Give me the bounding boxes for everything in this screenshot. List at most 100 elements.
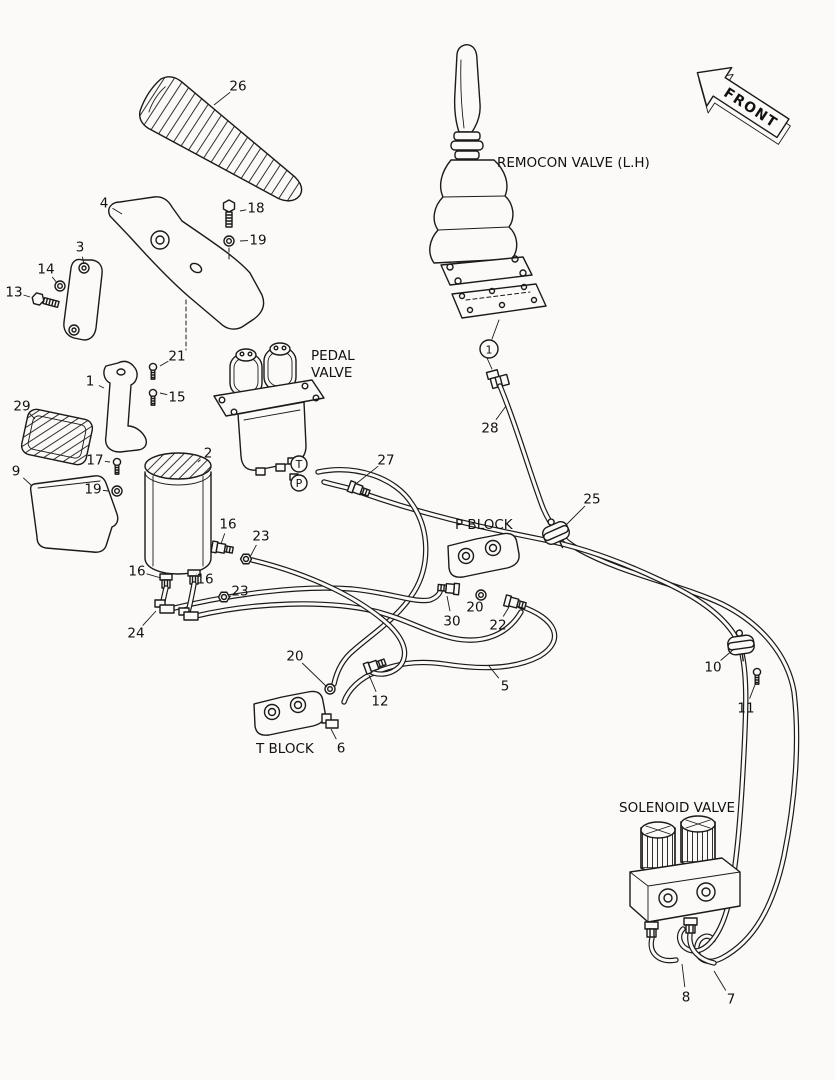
port-p-circle bbox=[290, 474, 308, 492]
callout-13: 13 bbox=[5, 285, 22, 301]
callout-19: 19 bbox=[84, 482, 101, 498]
pedal-valve-assembly bbox=[213, 342, 325, 481]
hoses bbox=[159, 383, 800, 966]
solenoid-valve-label: SOLENOID VALVE bbox=[619, 800, 735, 816]
elbow-fitting-6 bbox=[321, 713, 339, 729]
callout-leader-17 bbox=[104, 460, 111, 463]
nut-23a bbox=[239, 553, 253, 565]
callout-20: 20 bbox=[286, 649, 303, 665]
foot-pad bbox=[20, 408, 94, 466]
pedal-valve-label-line2: VALVE bbox=[311, 365, 352, 381]
callout-21: 21 bbox=[168, 349, 185, 365]
callout-5: 5 bbox=[501, 679, 510, 695]
washer-20a bbox=[475, 589, 487, 601]
callout-14: 14 bbox=[37, 262, 54, 278]
callout-25: 25 bbox=[583, 492, 600, 508]
solenoid-valve bbox=[629, 815, 741, 938]
callout-leader-5 bbox=[488, 665, 500, 679]
callout-leader-9 bbox=[22, 477, 33, 487]
ref-1-circle bbox=[479, 339, 499, 359]
callout-leader-20 bbox=[301, 662, 328, 688]
callout-8: 8 bbox=[682, 990, 691, 1006]
pedal-valve-label-line1: PEDAL bbox=[311, 348, 355, 364]
callout-16: 16 bbox=[219, 517, 236, 533]
callout-6: 6 bbox=[337, 741, 346, 757]
fitting-16a bbox=[210, 540, 235, 557]
callout-leader-16 bbox=[146, 573, 162, 579]
callout-leader-16 bbox=[220, 533, 226, 545]
callout-leader-22 bbox=[502, 606, 510, 617]
remocon-valve bbox=[429, 44, 547, 390]
fitting-22 bbox=[502, 594, 528, 612]
washer-20b bbox=[324, 683, 336, 695]
callout-leader-7 bbox=[713, 970, 727, 991]
screw-17 bbox=[112, 457, 122, 475]
remocon-valve-label: REMOCON VALVE (L.H) bbox=[497, 155, 650, 171]
plug-11 bbox=[752, 667, 762, 685]
callout-leader-13 bbox=[23, 294, 31, 298]
callout-leader-10 bbox=[720, 648, 735, 661]
callout-20: 20 bbox=[466, 600, 483, 616]
callout-leader-8 bbox=[681, 963, 686, 988]
callout-10: 10 bbox=[704, 660, 721, 676]
callout-18: 18 bbox=[247, 201, 264, 217]
callout-24: 24 bbox=[127, 626, 144, 642]
callout-19: 19 bbox=[249, 233, 266, 249]
mount-bracket bbox=[103, 360, 147, 453]
callout-leader-28 bbox=[495, 405, 507, 421]
callout-4: 4 bbox=[100, 196, 109, 212]
port-t-label: T bbox=[295, 458, 303, 471]
callout-leader-23 bbox=[249, 544, 257, 558]
link-lever bbox=[63, 258, 103, 341]
callout-leader-14 bbox=[51, 276, 58, 284]
front-arrow: FRONT bbox=[696, 66, 791, 145]
callout-9: 9 bbox=[12, 464, 21, 480]
callout-leader-15 bbox=[159, 392, 168, 396]
callout-28: 28 bbox=[481, 421, 498, 437]
callout-leader-12 bbox=[368, 674, 377, 692]
fitting-27 bbox=[346, 480, 372, 500]
callout-leader-1 bbox=[98, 385, 105, 389]
port-t-circle bbox=[290, 455, 308, 473]
callout-16: 16 bbox=[128, 564, 145, 580]
callout-2: 2 bbox=[204, 446, 213, 462]
p-block bbox=[447, 532, 520, 578]
t-block-label: T BLOCK bbox=[255, 741, 315, 757]
washer-19 bbox=[223, 235, 235, 247]
callout-23: 23 bbox=[231, 584, 248, 600]
callout-26: 26 bbox=[229, 79, 246, 95]
callout-11: 11 bbox=[737, 701, 754, 717]
callout-23: 23 bbox=[252, 529, 269, 545]
bolt-13 bbox=[30, 291, 61, 311]
callout-leader-27 bbox=[356, 465, 379, 484]
callout-29: 29 bbox=[13, 399, 30, 415]
callout-leader-2 bbox=[197, 459, 201, 463]
callout-leader-23 bbox=[228, 595, 232, 598]
pedal-pad bbox=[139, 76, 303, 202]
screw-15 bbox=[148, 388, 158, 406]
callout-leader-25 bbox=[565, 505, 586, 526]
callout-leader-3 bbox=[81, 256, 85, 265]
callout-3: 3 bbox=[76, 240, 85, 256]
callout-17: 17 bbox=[86, 453, 103, 469]
callout-leader-19 bbox=[102, 489, 109, 492]
t-block bbox=[253, 690, 326, 736]
nut-23b bbox=[217, 591, 231, 603]
callout-leader-11 bbox=[749, 681, 757, 699]
bolt-18 bbox=[222, 199, 236, 228]
callout-leader-26 bbox=[213, 91, 231, 106]
callout-1: 1 bbox=[86, 374, 95, 390]
callout-leader-18 bbox=[239, 209, 247, 212]
ref-1-label: 1 bbox=[486, 344, 493, 357]
pedal-lever bbox=[108, 196, 265, 351]
callout-12: 12 bbox=[371, 694, 388, 710]
washer-19b bbox=[111, 485, 123, 497]
callout-27: 27 bbox=[377, 453, 394, 469]
elbow-fitting-24a bbox=[154, 599, 175, 614]
callout-leader-30 bbox=[446, 595, 451, 612]
callout-30: 30 bbox=[443, 614, 460, 630]
side-plate bbox=[29, 475, 119, 553]
